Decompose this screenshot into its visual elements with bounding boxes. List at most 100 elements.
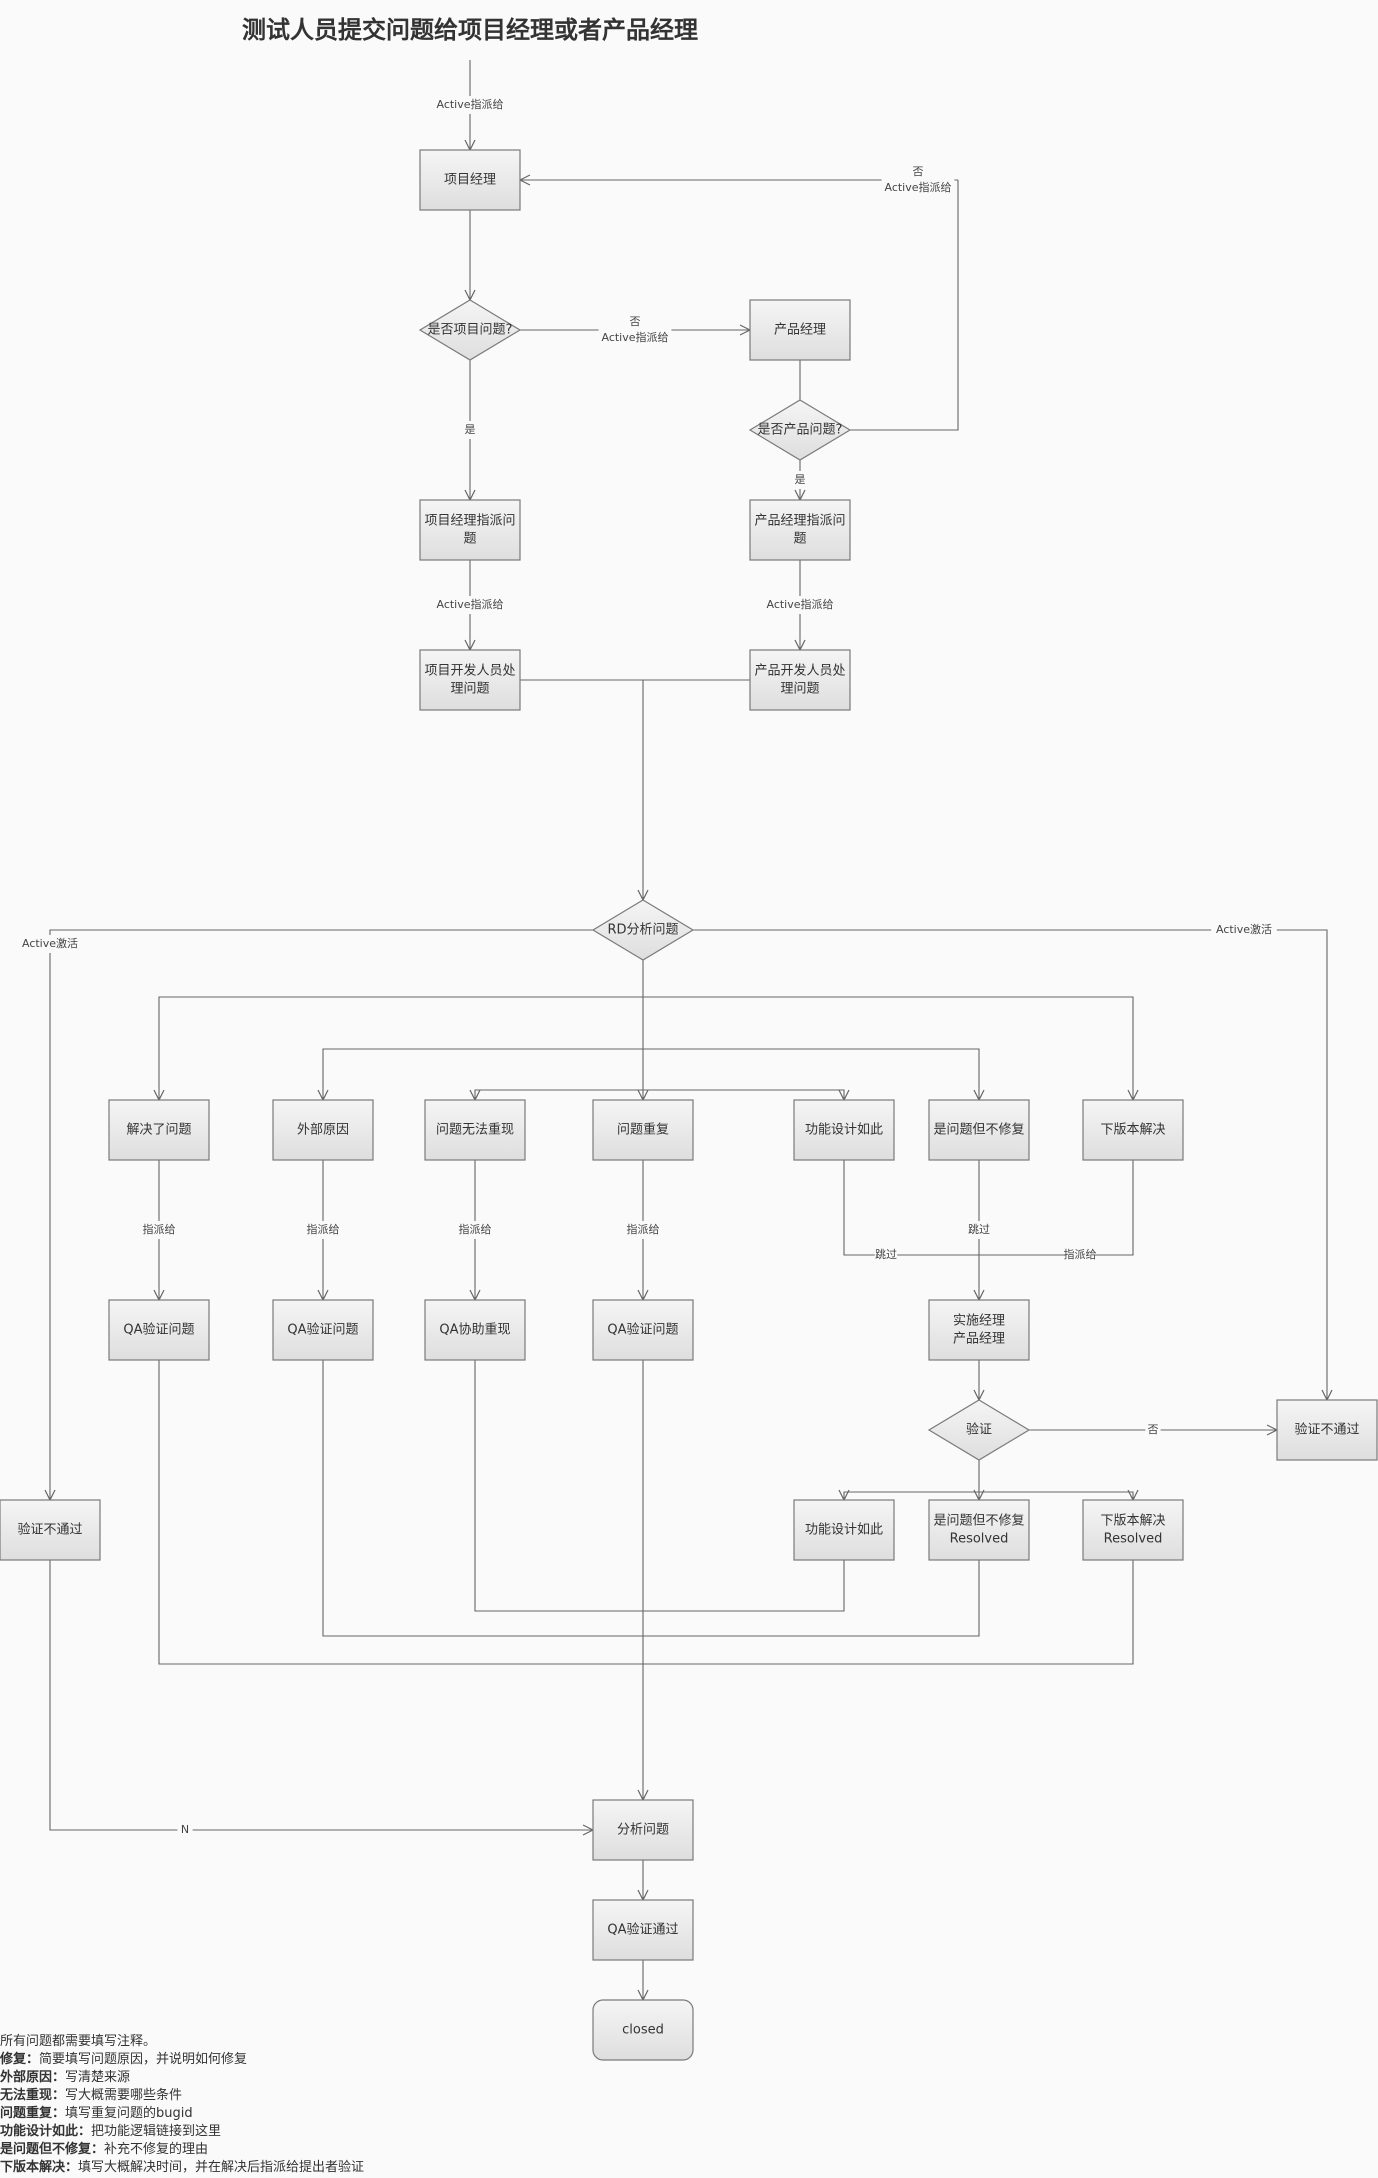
edge-label-rd-left-active: Active激活	[17, 935, 83, 953]
process-shape	[419, 499, 521, 561]
label-background	[881, 163, 955, 197]
decision-shape	[748, 399, 852, 461]
label-background	[462, 421, 478, 439]
process-shape	[1276, 1399, 1378, 1461]
edge-label-text: 指派给	[1064, 1247, 1097, 1261]
edge-label-text: 是	[795, 473, 806, 486]
edge-26	[843, 1160, 979, 1256]
edge-label-text: Active指派给	[601, 330, 668, 344]
process-shape	[928, 1499, 1030, 1561]
process-shape	[0, 1499, 101, 1561]
node-label: 下版本解决	[1100, 1123, 1165, 1138]
edge-label-proj-yes: 是	[462, 421, 478, 439]
node-qa-repro: QA协助重现	[424, 1299, 526, 1361]
node-label: 功能设计如此	[805, 1122, 883, 1138]
node-label: 产品开发人员处	[754, 663, 845, 679]
note-term: 下版本解决：	[0, 2160, 79, 2175]
edge-label-rd-right-active: Active激活	[1211, 921, 1277, 939]
process-shape	[1082, 1499, 1184, 1561]
nodes: 项目经理是否项目问题?产品经理是否产品问题?项目经理指派问题产品经理指派问题项目…	[0, 149, 1378, 2061]
label-background	[628, 1221, 658, 1239]
node-label: 验证不通过	[1294, 1422, 1359, 1438]
node-by-design: 功能设计如此	[793, 1099, 895, 1161]
node-by-design2: 功能设计如此	[793, 1499, 895, 1561]
process-shape	[419, 649, 521, 711]
note-text: 补充不修复的理由	[104, 2142, 209, 2157]
note-line: 外部原因：写清楚来源	[0, 2069, 364, 2087]
label-background	[1145, 1421, 1161, 1439]
process-shape	[592, 1899, 694, 1961]
node-is-prod: 是否产品问题?	[748, 399, 852, 461]
node-label: 是问题但不修复	[933, 1123, 1024, 1138]
edge-label-start-to-pm: Active指派给	[433, 96, 507, 114]
edge-label-prod-yes: 是	[792, 471, 808, 489]
node-label: 外部原因	[297, 1123, 349, 1138]
node-label: 验证不通过	[17, 1522, 82, 1538]
note-text: 把功能逻辑链接到这里	[91, 2124, 222, 2139]
label-background	[433, 596, 507, 614]
edge-20	[475, 1089, 643, 1100]
node-qa2: QA验证问题	[272, 1299, 374, 1361]
edge-37	[158, 1360, 1134, 1665]
label-background	[144, 1221, 174, 1239]
edge-label-text: 否	[630, 315, 641, 328]
note-text: 所有问题都需要填写注释。	[0, 2034, 157, 2049]
label-background	[177, 1821, 193, 1839]
edge-label-text: 否	[913, 165, 924, 178]
edge-21	[643, 1089, 844, 1100]
node-label: 题	[463, 532, 476, 547]
edge-16	[159, 996, 643, 1100]
node-label: QA验证问题	[123, 1322, 194, 1338]
edge-label-text: N	[181, 1823, 189, 1836]
edge-labels: Active指派给否Active指派给否Active指派给是是Active指派给…	[17, 96, 1277, 1839]
node-qa-pass: QA验证通过	[592, 1899, 694, 1961]
node-label: 项目经理	[444, 173, 496, 188]
edge-label-verify-no: 否	[1145, 1421, 1161, 1439]
edge-label-text: 指派给	[627, 1222, 660, 1236]
label-background	[792, 471, 808, 489]
node-label: 验证	[966, 1422, 992, 1438]
note-term: 无法重现：	[0, 2088, 66, 2103]
node-label: 题	[793, 532, 806, 547]
node-label: QA验证问题	[287, 1322, 358, 1338]
process-shape	[749, 499, 851, 561]
node-next-ver: 下版本解决	[1082, 1099, 1184, 1161]
edge-33	[979, 1492, 1133, 1500]
node-label: 实施经理	[953, 1314, 1005, 1329]
edge-label-external-assign: 指派给	[307, 1221, 340, 1239]
diagram-title: 测试人员提交问题给项目经理或者产品经理	[242, 16, 698, 44]
node-no-repro: 问题无法重现	[424, 1099, 526, 1161]
process-shape	[108, 1299, 210, 1361]
node-label: 是否产品问题?	[758, 423, 843, 438]
edge-label-text: 指派给	[459, 1222, 492, 1236]
node-label: Resolved	[950, 1532, 1009, 1547]
notes-panel: 所有问题都需要填写注释。修复：简要填写问题原因，并说明如何修复外部原因：写清楚来…	[0, 2033, 364, 2177]
process-shape	[592, 1299, 694, 1361]
node-fail-right: 验证不通过	[1276, 1399, 1378, 1461]
edge-label-text: 指派给	[143, 1222, 176, 1236]
edge-label-prodm-assign-to-dev: Active指派给	[763, 596, 837, 614]
label-background	[460, 1221, 490, 1239]
process-shape	[793, 1099, 895, 1161]
node-label: 项目经理指派问	[424, 514, 515, 529]
edge-36	[322, 1360, 980, 1637]
node-is-proj: 是否项目问题?	[418, 299, 522, 361]
node-label: 产品经理	[774, 323, 826, 338]
node-qa1: QA验证问题	[108, 1299, 210, 1361]
node-label: 产品经理	[953, 1332, 1005, 1347]
workflow-diagram: 测试人员提交问题给项目经理或者产品经理 项目经理是否项目问题?产品经理是否产品问…	[0, 16, 1378, 2061]
note-line: 下版本解决：填写大概解决时间，并在解决后指派给提出者验证	[0, 2159, 364, 2177]
node-label: 问题无法重现	[436, 1122, 514, 1138]
label-background	[1065, 1246, 1095, 1264]
note-line: 所有问题都需要填写注释。	[0, 2033, 364, 2051]
node-qa3: QA验证问题	[592, 1299, 694, 1361]
label-background	[1211, 921, 1277, 939]
process-shape	[928, 1099, 1030, 1161]
edge-label-text: Active指派给	[436, 597, 503, 611]
edge-label-by-design-skip: 跳过	[874, 1246, 898, 1264]
node-label: closed	[622, 2023, 664, 2038]
